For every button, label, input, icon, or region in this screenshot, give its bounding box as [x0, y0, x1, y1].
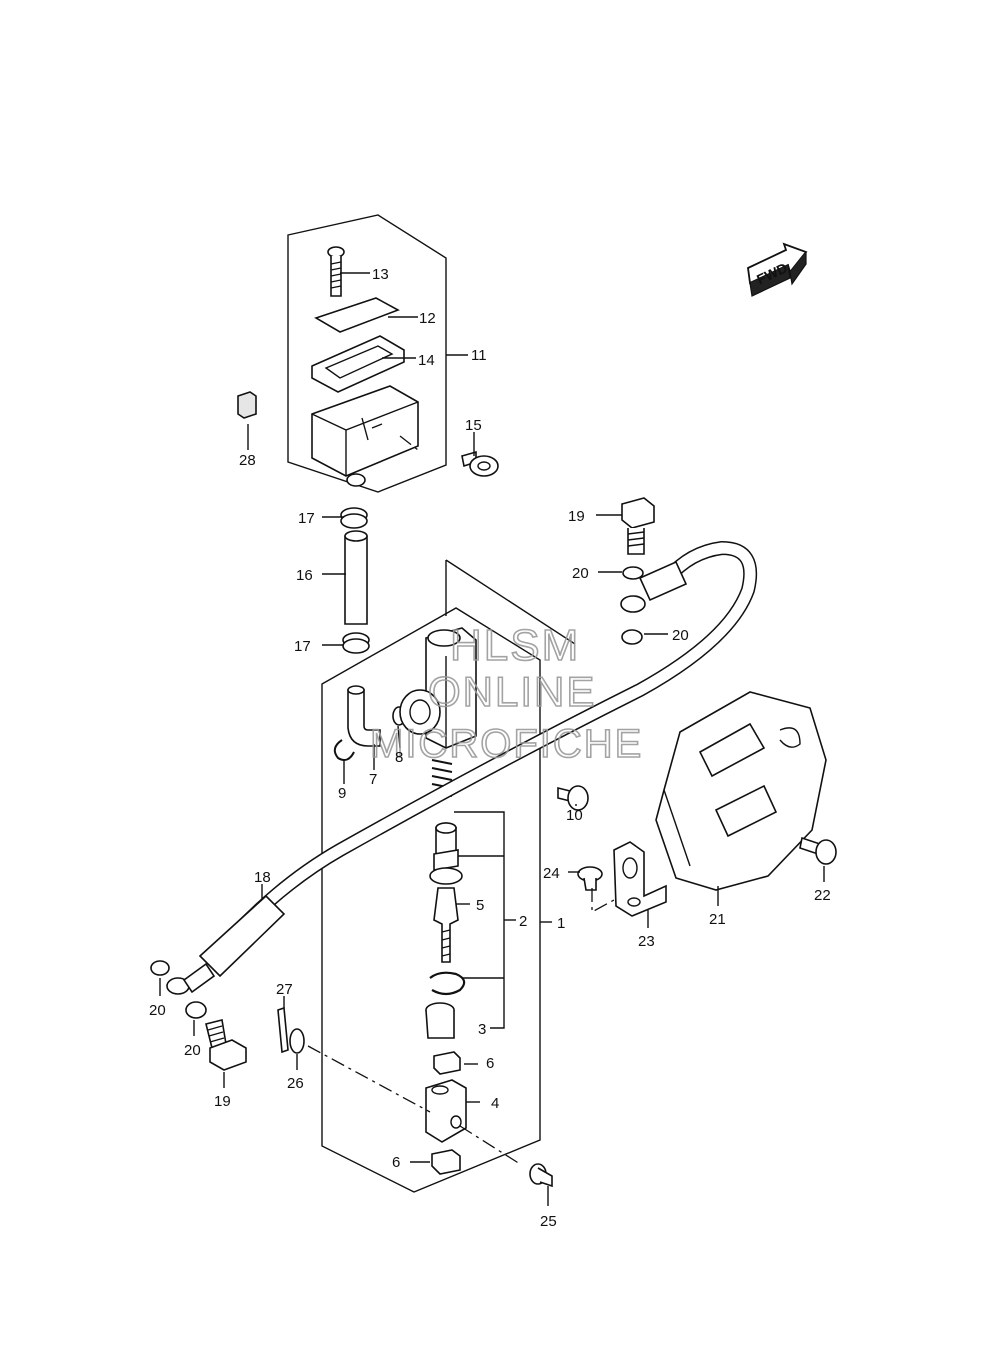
part-label-17-lower: 17	[294, 638, 311, 655]
banjo-group-outline	[445, 559, 576, 645]
part-label-15: 15	[465, 417, 482, 434]
part-label-8: 8	[395, 749, 403, 766]
part-label-20-b: 20	[672, 627, 689, 644]
part-label-6-lower: 6	[392, 1154, 400, 1171]
part-label-28: 28	[239, 452, 256, 469]
part-label-17-upper: 17	[298, 510, 315, 527]
bolt-22-part	[799, 836, 837, 865]
clevis-4-part	[425, 1079, 467, 1143]
reservoir-cap-plate-12	[314, 297, 400, 333]
guard-21-part	[655, 691, 827, 891]
snap-ring-part	[429, 971, 466, 996]
part-label-14: 14	[418, 352, 435, 369]
watermark-line-2: ONLINE	[428, 668, 596, 715]
fwd-arrow-badge: FWD	[747, 242, 808, 297]
banjo-bolt-19-lower	[205, 1019, 247, 1071]
part-label-20-a: 20	[572, 565, 589, 582]
bolt-10-part	[557, 785, 589, 811]
part-label-12: 12	[419, 310, 436, 327]
part-label-2: 2	[519, 913, 527, 930]
part-label-20-d: 20	[184, 1042, 201, 1059]
part-label-9: 9	[338, 785, 346, 802]
part-label-18: 18	[254, 869, 271, 886]
screw-13-part	[327, 246, 345, 297]
bolt-15-part	[461, 450, 499, 477]
part-label-22: 22	[814, 887, 831, 904]
brake-hose-18-part	[166, 540, 758, 995]
part-label-7: 7	[369, 771, 377, 788]
screw-24-part	[577, 866, 603, 891]
cap-28-part	[237, 391, 257, 419]
part-label-4: 4	[491, 1095, 499, 1112]
watermark-line-1: HLSM	[450, 621, 580, 670]
part-label-25: 25	[540, 1213, 557, 1230]
alignment-lines	[307, 435, 615, 1165]
circlip-9-part	[333, 739, 355, 761]
part-label-3: 3	[478, 1021, 486, 1038]
push-rod-5-part	[433, 887, 459, 963]
part-label-1: 1	[557, 915, 565, 932]
part-label-26: 26	[287, 1075, 304, 1092]
part-label-13: 13	[372, 266, 389, 283]
washer-20-b-part	[621, 629, 643, 645]
washer-20-c-part	[150, 960, 170, 976]
part-label-23: 23	[638, 933, 655, 950]
part-label-11: 11	[471, 347, 487, 364]
part-label-27: 27	[276, 981, 293, 998]
clamp-17-upper	[340, 507, 368, 529]
part-number-labels: 1 2 3 4 5 6 6 7 8 9 10 11 12 13 14 15 16…	[149, 266, 831, 1230]
banjo-bolt-19-upper	[621, 497, 655, 555]
washer-20-a-part	[622, 566, 644, 580]
leader-lines	[159, 272, 825, 1206]
part-label-6-upper: 6	[486, 1055, 494, 1072]
spring-part	[431, 759, 453, 797]
diaphragm-14-part	[311, 335, 405, 393]
part-label-16: 16	[296, 567, 313, 584]
part-label-24: 24	[543, 865, 560, 882]
hose-16-part	[344, 530, 368, 625]
reservoir-body-part	[311, 385, 419, 487]
washer-26-part	[289, 1028, 305, 1054]
elbow-connector-7-part	[347, 685, 381, 747]
part-label-19-lower: 19	[214, 1093, 231, 1110]
boot-3-part	[425, 1002, 455, 1039]
rod-washer-part	[429, 867, 463, 885]
part-label-5: 5	[476, 897, 484, 914]
reservoir-group-outline	[287, 214, 447, 493]
piston-cup-part	[433, 849, 459, 871]
nut-6-upper-part	[433, 1051, 461, 1075]
part-label-21: 21	[709, 911, 726, 928]
clamp-17-lower	[342, 632, 370, 654]
master-cylinder-group-outline	[321, 607, 541, 1193]
part-label-10: 10	[566, 807, 583, 824]
clevis-pin-25-part	[529, 1163, 553, 1188]
part-label-20-c: 20	[149, 1002, 166, 1019]
bracket-23-part	[613, 841, 667, 917]
nut-6-lower-part	[431, 1149, 461, 1175]
master-cylinder-body-part	[399, 627, 477, 749]
watermark: HLSM ONLINE MICROFICHE	[369, 620, 643, 767]
washer-20-d-part	[185, 1001, 207, 1019]
watermark-line-3: MICROFICHE	[370, 722, 643, 766]
part-label-19-upper: 19	[568, 508, 585, 525]
cotter-pin-27-part	[277, 1006, 289, 1054]
